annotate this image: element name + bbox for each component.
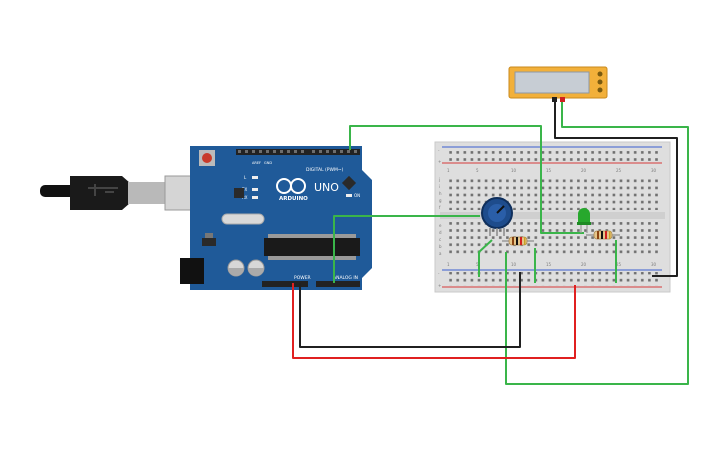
digital-header-label: DIGITAL (PWM~) [306,167,344,173]
led-l-label: L [244,175,247,180]
jumper-wire[interactable] [478,239,493,277]
wire-green-digital[interactable] [349,125,584,234]
row-letter: d [439,230,442,235]
column-label: 15 [546,262,552,267]
led-tx-label: TX [241,187,247,192]
power-header-label: POWER [294,275,311,281]
multimeter-dial-icon[interactable] [597,87,603,93]
multimeter-dial-icon[interactable] [597,79,603,85]
column-label: 30 [651,262,657,267]
arduino-uno-board[interactable]: DIGITAL (PWM~) AREF GND L TX RX ARDUINO … [180,146,372,290]
multimeter-dial-icon[interactable] [597,71,603,77]
multimeter-probe-negative[interactable] [552,97,557,102]
column-label: 1 [447,168,450,173]
row-letter: c [439,237,441,242]
row-letter: e [439,223,442,228]
top-rail-minus: - [438,148,440,153]
bottom-rail-plus: + [438,283,441,288]
row-letter: a [439,251,442,256]
bottom-rail-minus: - [438,271,440,276]
aref-label: AREF [252,161,261,165]
row-letter: g [439,198,442,203]
resistor-2[interactable] [586,230,620,240]
multimeter-display [514,71,590,94]
arduino-logo: ARDUINO UNO [276,178,339,202]
row-letter: h [439,191,442,196]
row-letter: j [438,177,440,182]
wire-black-ground[interactable] [299,272,521,348]
green-led[interactable] [577,208,591,233]
on-label: ON [354,193,360,198]
power-header[interactable] [262,281,308,287]
multimeter-probe-positive[interactable] [560,97,565,102]
row-letter: i [439,184,440,189]
column-label: 1 [447,262,450,267]
wire-green-analog[interactable] [333,215,480,283]
digital-header[interactable] [236,149,360,155]
column-label: 15 [546,168,552,173]
column-label: 10 [511,168,517,173]
multimeter[interactable] [508,66,608,102]
column-label: 20 [581,262,587,267]
resistor-1[interactable] [502,236,534,246]
arduino-brand: ARDUINO [279,196,308,202]
potentiometer[interactable] [481,197,513,236]
row-letter: b [439,244,442,249]
wires [292,100,689,385]
analog-header[interactable] [316,281,360,287]
row-letter: f [439,205,441,210]
column-label: 20 [581,168,587,173]
power-jack[interactable] [180,258,204,284]
column-label: 5 [476,168,479,173]
analog-header-label: ANALOG IN [333,275,358,281]
gnd-label: GND [264,161,272,165]
arduino-model: UNO [314,181,339,194]
wire-black-multimeter[interactable] [554,100,678,277]
column-label: 25 [616,168,622,173]
wire-red-5v[interactable] [292,283,576,359]
column-label: 5 [476,262,479,267]
led-rx-label: RX [242,195,248,200]
top-rail-plus: + [438,159,441,164]
column-label: 30 [651,168,657,173]
wire-green-multimeter[interactable] [505,100,689,385]
microcontroller-chip [264,238,360,256]
column-label: 10 [511,262,517,267]
column-label: 25 [616,262,622,267]
usb-cable[interactable] [40,175,200,211]
